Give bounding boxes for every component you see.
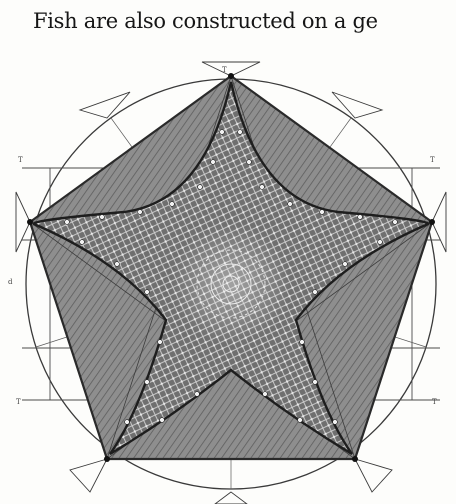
margin-mark: T [222, 66, 227, 74]
margin-mark: d [8, 278, 13, 286]
margin-mark: T [16, 398, 21, 406]
margin-mark: T [432, 398, 437, 406]
margin-mark: T [430, 156, 435, 164]
page-text-line: Fish are also constructed on a ge [33, 9, 378, 33]
starfish-geometric-figure: T T T T d T [0, 52, 456, 504]
margin-mark: T [18, 156, 23, 164]
